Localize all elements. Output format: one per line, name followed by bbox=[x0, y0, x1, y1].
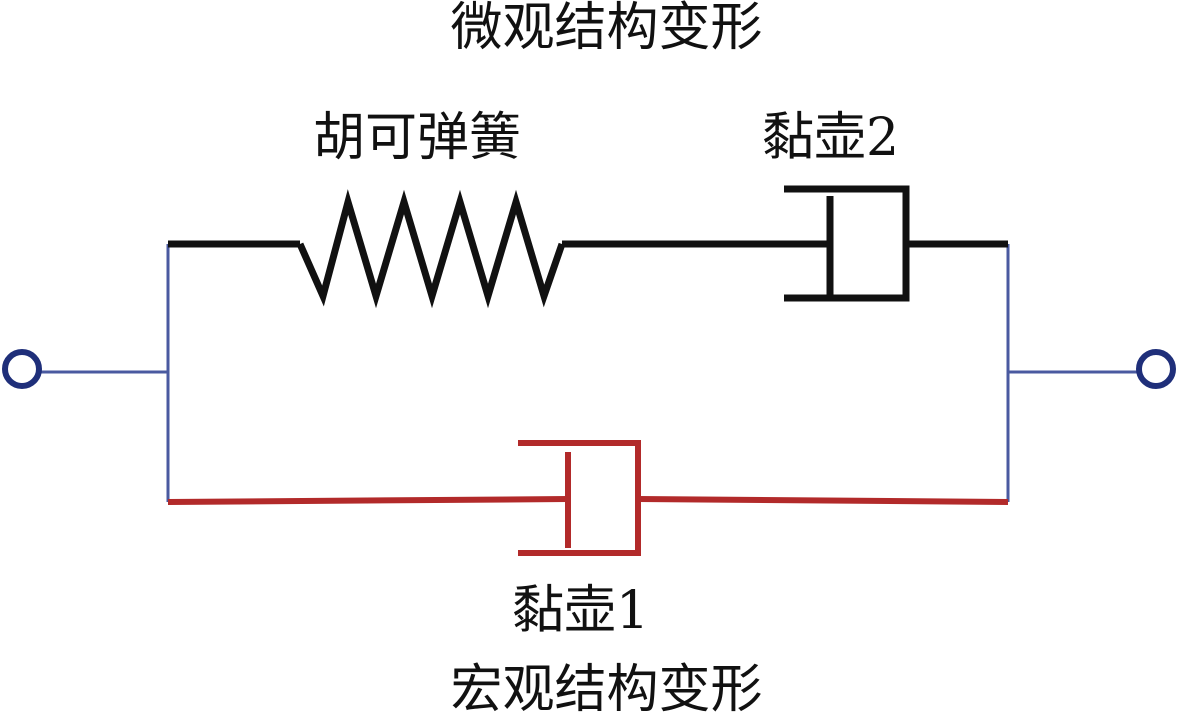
hooke-spring bbox=[296, 189, 566, 309]
frame bbox=[40, 244, 1138, 502]
macro-branch bbox=[167, 440, 1009, 556]
macro-wire-right bbox=[637, 496, 1009, 505]
dashpot1-cylinder bbox=[518, 440, 641, 556]
dashpot1-label: 黏壶1 bbox=[512, 581, 650, 641]
left-terminal bbox=[2, 349, 42, 389]
micro-branch bbox=[168, 185, 1008, 309]
micro-structure-deformation-title: 微观结构变形 bbox=[450, 0, 763, 58]
macro-wire-left bbox=[167, 496, 569, 505]
hooke-spring-label: 胡可弹簧 bbox=[313, 108, 522, 168]
dashpot2-label: 黏壶2 bbox=[762, 108, 900, 168]
right-terminal bbox=[1136, 349, 1176, 389]
macro-structure-deformation-title: 宏观结构变形 bbox=[450, 660, 763, 720]
